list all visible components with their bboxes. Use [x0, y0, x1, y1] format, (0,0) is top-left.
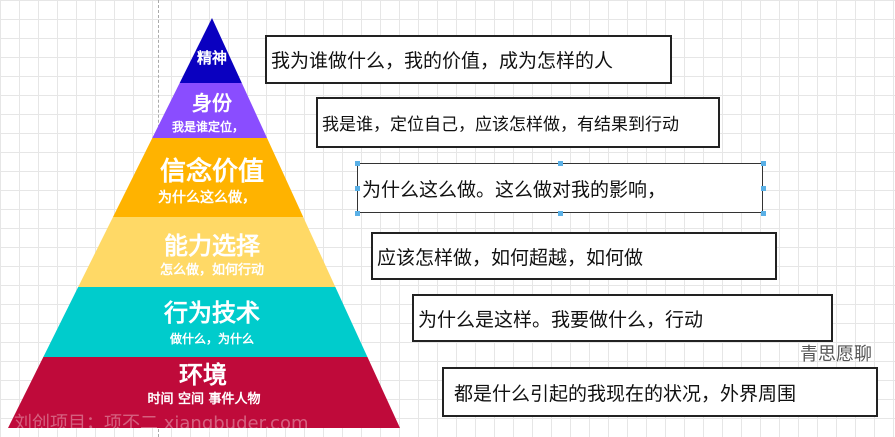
- note-box-4[interactable]: 应该怎样做，如何超越，如何做: [371, 232, 777, 280]
- pyramid-level-6[interactable]: [8, 357, 400, 428]
- level-2-subtitle: 我是谁定位，: [171, 120, 245, 134]
- level-4-subtitle: 怎么做，如何行动: [159, 263, 265, 278]
- note-box-6[interactable]: 都是什么引起的我现在的状况，外界周围: [442, 367, 878, 417]
- level-5-subtitle: 做什么，为什么: [169, 332, 255, 346]
- pyramid-level-4[interactable]: [78, 217, 336, 287]
- level-3-subtitle: 为什么这么做，: [158, 190, 256, 206]
- pyramid-level-5[interactable]: [43, 287, 368, 357]
- watermark: 刘创项目；项不二 xiangbuder.com: [14, 413, 309, 434]
- level-4-title: 能力选择: [164, 232, 260, 260]
- level-5-title: 行为技术: [164, 299, 260, 327]
- level-6-subtitle: 时间 空间 事件人物: [147, 392, 261, 407]
- level-1-title: 精神: [196, 49, 228, 67]
- note-box-2[interactable]: 我是谁，定位自己，应该怎样做，有结果到行动: [316, 97, 720, 148]
- pyramid-level-2[interactable]: [152, 83, 268, 138]
- note-box-3-selected[interactable]: 为什么这么做。这么做对我的影响，: [357, 163, 763, 213]
- pyramid-level-1[interactable]: [179, 18, 242, 83]
- level-2-title: 身份: [192, 91, 232, 115]
- level-6-title: 环境: [179, 361, 227, 389]
- watermark-logo-text: 青思愿聊: [800, 344, 872, 365]
- pyramid-level-3[interactable]: [112, 138, 304, 217]
- level-3-title: 信念价值: [159, 157, 265, 187]
- note-box-5[interactable]: 为什么是这样。我要做什么，行动: [412, 294, 833, 342]
- note-box-1[interactable]: 我为谁做什么，我的价值，成为怎样的人: [265, 35, 672, 84]
